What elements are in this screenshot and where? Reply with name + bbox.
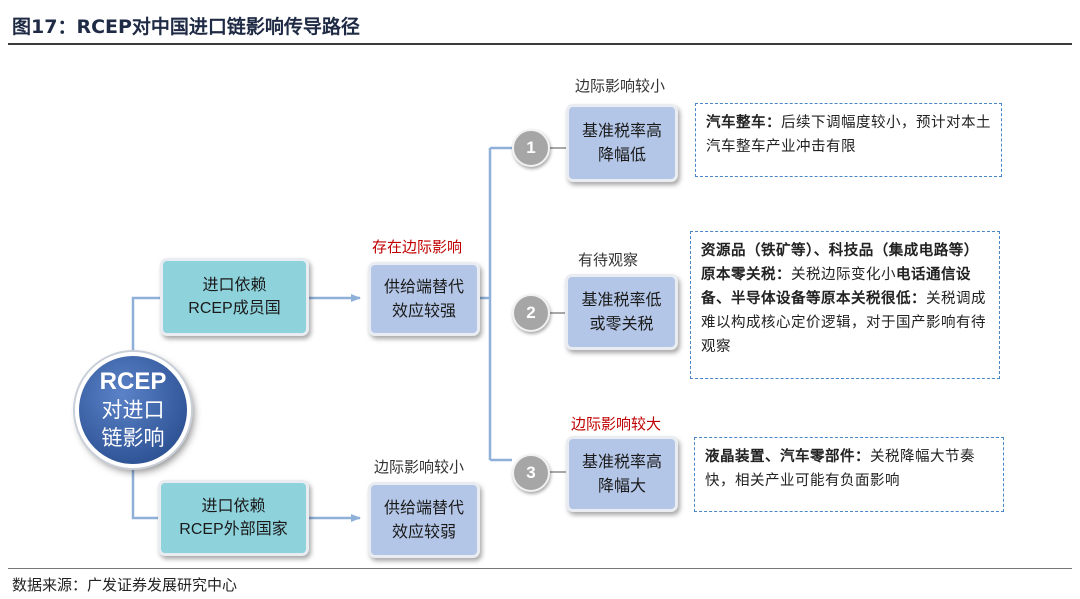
branch-2-note-bold-1: 资源品（铁矿等）、科技品（集成电路等）原本零关税： xyxy=(701,243,979,283)
substitution-strong-line-1: 供给端替代 xyxy=(383,277,464,296)
top-rule xyxy=(8,43,1072,45)
branch-1-box: 基准税率高 降幅低 xyxy=(566,104,678,182)
branch-2-box-line-1: 基准税率低 xyxy=(581,290,662,309)
branch-2-note-bold-2: 电话通信设备、半导体设备等原本关税很低： xyxy=(701,267,971,307)
substitution-strong-box: 供给端替代 效应较强 xyxy=(368,262,480,336)
import-member-line-1: 进口依赖 xyxy=(202,275,267,294)
branch-2-box-line-2: 或零关税 xyxy=(589,314,654,333)
connector-to-nonmember xyxy=(131,470,160,520)
rcep-impact-circle: RCEP 对进口 链影响 xyxy=(75,352,191,468)
substitution-weak-line-1: 供给端替代 xyxy=(383,498,464,517)
bottom-rule xyxy=(8,568,1072,569)
branch-1-note: 汽车整车：后续下调幅度较小，预计对本土汽车整车产业冲击有限 xyxy=(695,103,1002,177)
branch-2-number: 2 xyxy=(512,294,550,332)
label-small-impact-left: 边际影响较小 xyxy=(374,458,465,476)
branch-3-note: 液晶装置、汽车零部件：关税降幅大节奏快，相关产业可能有负面影响 xyxy=(694,437,1004,512)
branch-2-note-text-2: 关税调成难以构成核心定价逻辑，对于国产影响有待观察 xyxy=(701,291,986,355)
branch-3-note-bold: 液晶装置、汽车零部件： xyxy=(705,449,870,465)
center-line-3: 链影响 xyxy=(101,426,165,450)
branch-3-box-line-1: 基准税率高 xyxy=(581,452,662,471)
import-nonmember-line-1: 进口依赖 xyxy=(201,496,266,515)
branch-3-box: 基准税率高 降幅大 xyxy=(566,436,678,512)
import-nonmember-line-2: RCEP外部国家 xyxy=(179,521,288,538)
branch-1-box-line-1: 基准税率高 xyxy=(581,121,662,140)
import-member-line-2: RCEP成员国 xyxy=(188,300,281,317)
source-note: 数据来源：广发证券发展研究中心 xyxy=(12,576,238,594)
branch-2-note: 资源品（铁矿等）、科技品（集成电路等）原本零关税：关税边际变化小电话通信设备、半… xyxy=(690,231,1000,379)
branch-3-label: 边际影响较大 xyxy=(571,415,662,433)
substitution-weak-box: 供给端替代 效应较弱 xyxy=(368,482,480,558)
branch-1-note-bold: 汽车整车： xyxy=(706,115,781,131)
branch-1-box-line-2: 降幅低 xyxy=(597,145,646,164)
label-exists-impact: 存在边际影响 xyxy=(372,238,463,256)
substitution-strong-line-2: 效应较强 xyxy=(391,301,456,320)
branch-2-note-text-1: 关税边际变化小 xyxy=(791,267,896,283)
branch-2-label: 有待观察 xyxy=(578,251,639,269)
branch-3-note-text: 关税降幅大节奏快，相关产业可能有负面影响 xyxy=(705,449,975,489)
branch-2-box: 基准税率低 或零关税 xyxy=(565,274,678,350)
connector-to-member xyxy=(131,296,160,350)
branch-1-label: 边际影响较小 xyxy=(575,77,666,95)
branch-1-number: 1 xyxy=(512,129,550,167)
branch-3-box-line-2: 降幅大 xyxy=(597,476,646,495)
import-nonmember-box: 进口依赖 RCEP外部国家 xyxy=(158,480,309,556)
substitution-weak-line-2: 效应较弱 xyxy=(391,522,456,541)
figure-title: 图17：RCEP对中国进口链影响传导路径 xyxy=(12,16,360,38)
import-member-box: 进口依赖 RCEP成员国 xyxy=(160,258,309,336)
center-line-2: 对进口 xyxy=(101,398,165,422)
branch-3-number: 3 xyxy=(512,454,550,492)
branch-1-note-text: 后续下调幅度较小，预计对本土汽车整车产业冲击有限 xyxy=(706,115,991,155)
center-line-1: RCEP xyxy=(99,368,167,395)
